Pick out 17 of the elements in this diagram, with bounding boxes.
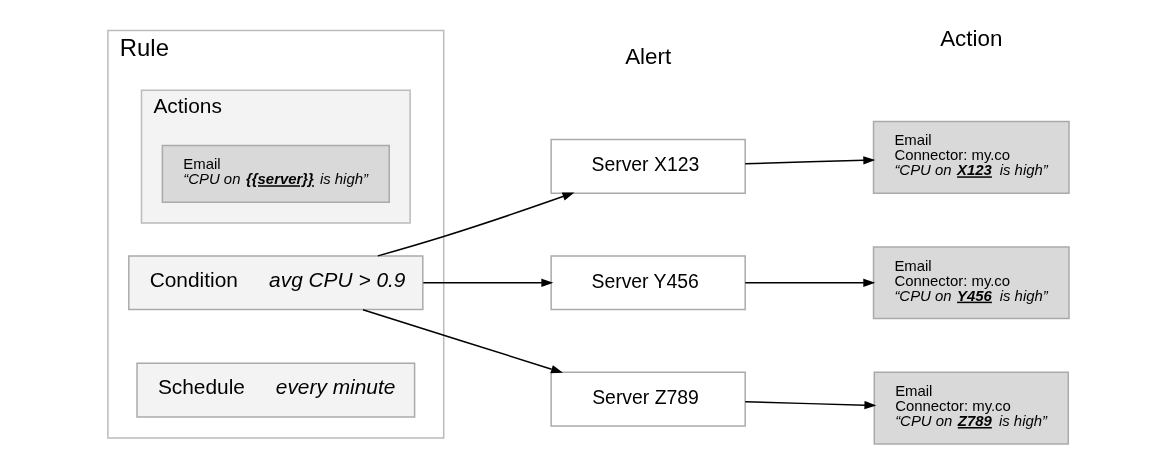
node-box: Condition avg CPU > 0.9 — [128, 255, 424, 311]
arrow — [377, 192, 575, 257]
node-box: Email Connector: my.co “CPU on Y456 is high” — [872, 246, 1070, 320]
arrow — [744, 156, 876, 165]
node-box: Email Connector: my.co “CPU on X123 is high” — [872, 120, 1070, 194]
arrow — [744, 400, 877, 410]
node-box: Server Y456 — [550, 255, 746, 311]
label: Action — [940, 26, 1003, 52]
label: Alert — [625, 44, 672, 70]
arrow — [422, 278, 554, 287]
node-box: Email Connector: my.co “CPU on Z789 is high” — [873, 371, 1070, 445]
node-box: Server X123 — [550, 138, 746, 194]
arrow — [744, 278, 876, 287]
arrow — [362, 309, 563, 374]
node-box: Email “CPU on {{server}} is high” — [161, 144, 390, 203]
node-box: Server Z789 — [550, 371, 746, 427]
node-box: Schedule every minute — [136, 362, 416, 418]
